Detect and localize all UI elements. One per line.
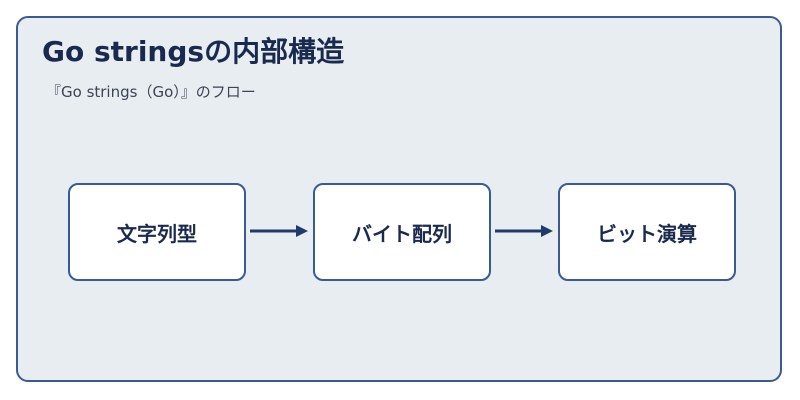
flow-node-bit-operation: ビット演算: [558, 183, 736, 281]
flow-node-label: ビット演算: [597, 221, 697, 246]
flow-node-label: 文字列型: [117, 221, 197, 246]
flow-node-string-type: 文字列型: [68, 183, 246, 281]
flow-node-label: バイト配列: [352, 221, 452, 246]
diagram-card: Go stringsの内部構造 『Go strings（Go）』のフロー 文字列…: [16, 16, 782, 382]
diagram-subtitle: 『Go strings（Go）』のフロー: [46, 83, 256, 101]
diagram-title: Go stringsの内部構造: [42, 35, 345, 68]
flow-node-byte-array: バイト配列: [313, 183, 491, 281]
